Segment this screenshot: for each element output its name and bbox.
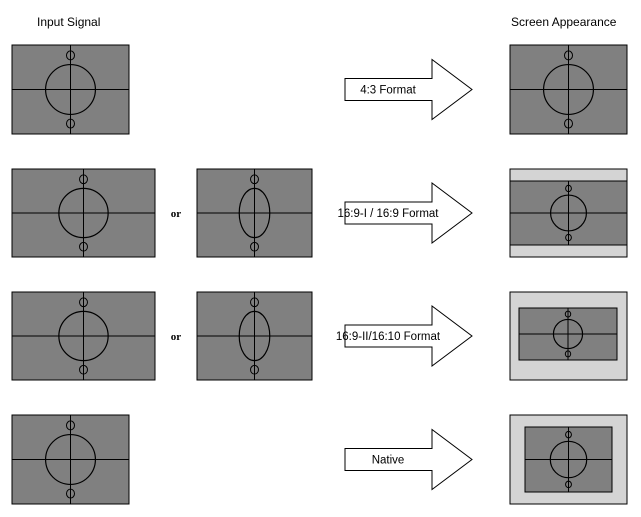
input-1-bottom-marker <box>65 488 76 499</box>
or-label: or <box>171 208 182 220</box>
row-16-9-i: or 16:9-I / 16:9 Format <box>11 168 628 258</box>
arrow-label: 16:9-I / 16:9 Format <box>338 208 440 220</box>
input-1-top-marker <box>79 297 88 308</box>
output-bottom-marker <box>563 118 574 129</box>
input-panel-2 <box>196 291 313 381</box>
output-top-marker <box>565 430 572 439</box>
input-1-top-marker <box>65 50 76 61</box>
input-panel-2 <box>196 168 313 258</box>
output-top-marker <box>564 310 572 318</box>
format-arrow <box>344 182 473 244</box>
screen-appearance-panel <box>509 414 628 505</box>
screen-appearance-panel <box>509 44 628 135</box>
input-2-bottom-marker <box>250 364 259 375</box>
screen-appearance-panel <box>509 168 628 258</box>
output-bottom-marker <box>564 350 572 358</box>
input-1-bottom-marker <box>79 364 88 375</box>
input-2-circle <box>238 187 271 239</box>
row-native: Native <box>11 414 628 505</box>
output-bottom-marker <box>565 480 572 489</box>
output-top-marker <box>565 184 572 193</box>
format-arrow <box>344 58 473 121</box>
row-16-9-ii: or 16:9-II/16:10 Format <box>11 291 628 381</box>
input-1-bottom-marker <box>65 118 76 129</box>
screen-appearance-panel <box>509 291 628 381</box>
output-circle <box>549 194 588 232</box>
input-panel-1 <box>11 44 130 135</box>
input-1-bottom-marker <box>79 241 88 252</box>
screen-appearance-header: Screen Appearance <box>511 15 617 29</box>
format-arrow <box>344 428 473 491</box>
format-arrow <box>344 305 473 367</box>
output-circle <box>542 63 595 116</box>
output-circle <box>552 318 584 350</box>
input-panel-1 <box>11 168 156 258</box>
output-circle <box>549 440 588 479</box>
input-panel-1 <box>11 414 130 505</box>
input-1-circle <box>44 433 97 486</box>
or-label: or <box>171 331 182 343</box>
input-1-top-marker <box>65 420 76 431</box>
arrow-label: Native <box>372 455 405 467</box>
input-1-circle <box>58 310 109 362</box>
arrow-label: 16:9-II/16:10 Format <box>336 331 441 343</box>
arrow-label: 4:3 Format <box>360 85 416 97</box>
output-bottom-marker <box>565 233 572 242</box>
output-top-marker <box>563 50 574 61</box>
input-1-circle <box>58 187 109 239</box>
input-2-circle <box>238 310 271 362</box>
input-2-top-marker <box>250 297 259 308</box>
input-panel-1 <box>11 291 156 381</box>
input-2-top-marker <box>250 174 259 185</box>
input-1-top-marker <box>79 174 88 185</box>
input-1-circle <box>44 63 97 116</box>
row-4-3: 4:3 Format <box>11 44 628 135</box>
input-2-bottom-marker <box>250 241 259 252</box>
input-signal-header: Input Signal <box>37 15 101 29</box>
